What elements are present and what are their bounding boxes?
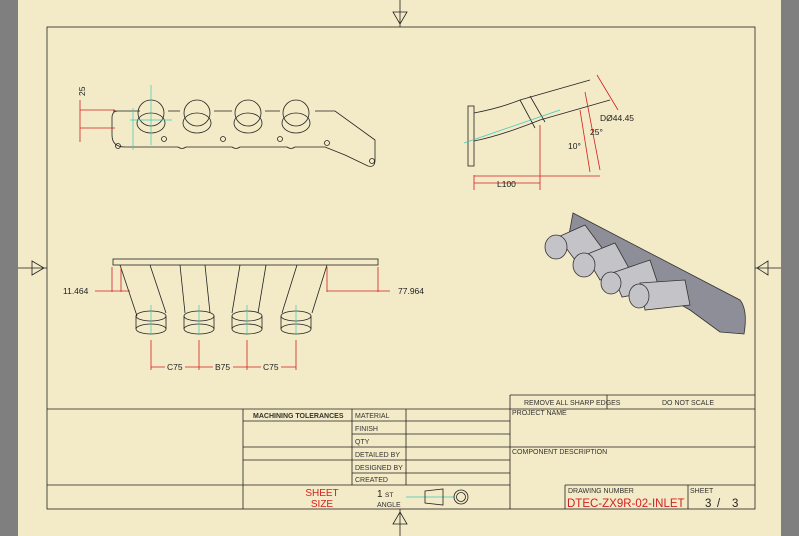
angle-superscript: ST (385, 492, 393, 499)
dim-angle-25: 25° (590, 127, 603, 137)
sheet-size-line2: SIZE (311, 499, 334, 510)
sheet-total: 3 (732, 498, 738, 510)
do-not-scale-note: DO NOT SCALE (662, 400, 714, 407)
title-block: REMOVE ALL SHARP EDGES DO NOT SCALE MACH… (47, 394, 755, 510)
sheet-current: 3 (705, 498, 711, 510)
material-label: MATERIAL (355, 413, 390, 420)
dim-angle-10: 10° (568, 141, 581, 151)
project-name-label: PROJECT NAME (512, 410, 567, 417)
side-view: DØ44.45 25° 10° L100 (463, 74, 634, 190)
top-center-arrow-icon (392, 0, 408, 27)
sheet-label: SHEET (690, 488, 714, 495)
dim-25: 25 (77, 86, 87, 96)
angle-number: 1 (377, 489, 383, 500)
angle-label: ANGLE (377, 502, 401, 509)
dim-spacing-1: C75 (167, 362, 183, 372)
dim-length: L100 (497, 179, 516, 189)
machining-tolerances-label: MACHINING TOLERANCES (253, 413, 344, 420)
qty-label: QTY (355, 439, 370, 446)
first-angle-projection-icon (406, 488, 469, 506)
dim-diameter: DØ44.45 (600, 113, 634, 123)
remove-sharp-edges-note: REMOVE ALL SHARP EDGES (524, 400, 621, 407)
drawing-number: DTEC-ZX9R-02-INLET (567, 498, 685, 510)
dim-left-offset: 11.464 (63, 286, 89, 296)
centering-marks (18, 0, 781, 536)
bottom-center-arrow-icon (392, 509, 408, 536)
sheet-separator: / (717, 498, 721, 510)
drawing-number-label: DRAWING NUMBER (568, 488, 634, 495)
top-view: 25 (77, 85, 376, 167)
dim-spacing-2: B75 (215, 362, 230, 372)
right-center-arrow-icon (755, 260, 781, 276)
component-description-label: COMPONENT DESCRIPTION (512, 449, 607, 456)
isometric-view (544, 212, 746, 335)
detailed-by-label: DETAILED BY (355, 452, 400, 459)
left-center-arrow-icon (18, 260, 47, 276)
dim-spacing-3: C75 (263, 362, 279, 372)
finish-label: FINISH (355, 426, 378, 433)
front-dimensions (95, 267, 390, 370)
side-dimensions (473, 74, 619, 190)
created-label: CREATED (355, 477, 388, 484)
designed-by-label: DESIGNED BY (355, 465, 403, 472)
dim-right-offset: 77.964 (398, 286, 424, 296)
sheet-size-line1: SHEET (305, 488, 338, 499)
front-view: 11.464 77.964 C75 B75 C75 (63, 258, 424, 372)
height-dimension (79, 100, 115, 142)
